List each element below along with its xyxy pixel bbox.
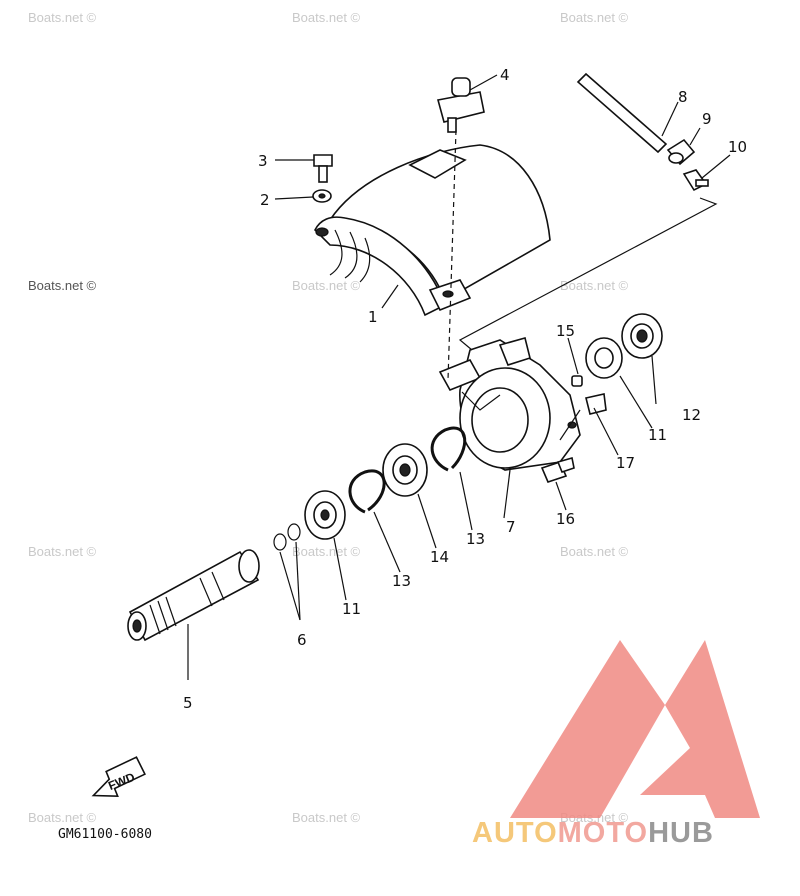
shaft-part	[127, 549, 260, 642]
pin-part	[571, 375, 583, 387]
watermark: Boats.net ©	[28, 10, 97, 25]
rod-part	[576, 72, 668, 154]
watermark: Boats.net ©	[292, 10, 361, 25]
watermark: Boats.net ©	[28, 810, 97, 825]
clip-part	[585, 393, 607, 415]
callout-3: 3	[258, 152, 268, 170]
watermark: Boats.net ©	[560, 544, 629, 559]
automotohub-logo: AUTOMOTOHUB	[472, 640, 760, 849]
callout-11-lower: 11	[342, 600, 361, 618]
housing-part	[438, 337, 581, 471]
bearing-part	[621, 313, 663, 359]
washer-part	[312, 189, 332, 203]
callout-6: 6	[297, 631, 307, 649]
logo-text: AUTOMOTOHUB	[472, 817, 714, 849]
watermark: Boats.net ©	[292, 544, 361, 559]
callout-8: 8	[678, 88, 688, 106]
callout-11-upper: 11	[648, 426, 667, 444]
bearing-part	[585, 337, 623, 379]
bolt-part	[540, 456, 575, 483]
circlip-part	[430, 426, 467, 472]
nipple-part	[666, 138, 696, 166]
callout-5: 5	[183, 694, 193, 712]
callout-2: 2	[260, 191, 270, 209]
fwd-arrow-icon: FWD	[91, 756, 146, 797]
cover-part	[314, 144, 551, 317]
callout-12: 12	[682, 406, 701, 424]
callout-15: 15	[556, 322, 575, 340]
watermark: Boats.net ©	[292, 810, 361, 825]
watermark: Boats.net ©	[560, 10, 629, 25]
callout-4: 4	[500, 66, 510, 84]
callout-14: 14	[430, 548, 449, 566]
bearing-part	[304, 490, 346, 540]
callout-13-right: 13	[466, 530, 485, 548]
o-ring-part	[273, 523, 301, 551]
watermark: Boats.net ©	[560, 278, 629, 293]
callout-7: 7	[506, 518, 516, 536]
callout-16: 16	[556, 510, 575, 528]
fitting-part	[437, 77, 485, 133]
bearing-part	[382, 443, 428, 497]
bolt-part	[313, 154, 333, 183]
callout-1: 1	[368, 308, 378, 326]
circlip-part	[348, 469, 386, 514]
watermark: Boats.net ©	[292, 278, 361, 293]
callout-9: 9	[702, 110, 712, 128]
callout-10: 10	[728, 138, 747, 156]
watermark: Boats.net ©	[28, 278, 97, 293]
callout-13-left: 13	[392, 572, 411, 590]
leader-lines	[187, 74, 731, 680]
callouts: 1 2 3 4 5 6 7 8 9 10 11 11 12 13 13 14 1…	[183, 66, 747, 712]
callout-17: 17	[616, 454, 635, 472]
watermark: Boats.net ©	[28, 544, 97, 559]
screw-part	[682, 169, 709, 192]
part-code: GM61100-6080	[58, 827, 152, 842]
